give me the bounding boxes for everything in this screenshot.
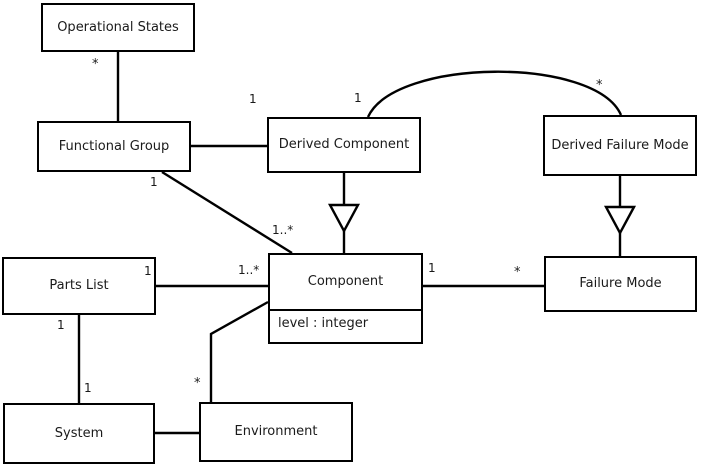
association-functional-group--component bbox=[161, 170, 293, 255]
generalization-triangle-derived-failure-mode--failure-mode bbox=[603, 205, 637, 236]
association-component--environment bbox=[209, 300, 269, 402]
class-name-operational-states: Operational States bbox=[57, 19, 179, 35]
class-name-parts-list: Parts List bbox=[49, 278, 109, 294]
multiplicity-mult-comp-fm-right: * bbox=[514, 265, 521, 280]
generalization-triangle-derived-component--component bbox=[327, 203, 361, 234]
class-name-system: System bbox=[54, 425, 104, 441]
multiplicity-mult-fg-dc: 1 bbox=[249, 92, 257, 106]
uml-class-derived-component[interactable]: Derived Component bbox=[267, 117, 421, 173]
generalization-arrows bbox=[327, 173, 637, 256]
uml-class-functional-group[interactable]: Functional Group bbox=[37, 121, 191, 172]
uml-class-parts-list[interactable]: Parts List bbox=[2, 257, 156, 315]
multiplicity-mult-pl-comp-right: 1..* bbox=[238, 263, 260, 277]
uml-class-system[interactable]: System bbox=[3, 403, 155, 464]
uml-class-environment[interactable]: Environment bbox=[199, 402, 353, 462]
class-name-failure-mode: Failure Mode bbox=[579, 276, 662, 292]
class-name-functional-group: Functional Group bbox=[58, 138, 170, 154]
uml-class-derived-failure-mode[interactable]: Derived Failure Mode bbox=[543, 115, 697, 176]
multiplicity-mult-dc-dfm-right: * bbox=[596, 78, 603, 93]
class-name-component: Component bbox=[270, 255, 421, 311]
uml-class-failure-mode[interactable]: Failure Mode bbox=[544, 256, 697, 312]
class-attribute-component-0: level : integer bbox=[278, 316, 369, 331]
association-derived-component--derived-failure-mode bbox=[366, 70, 623, 118]
uml-class-operational-states[interactable]: Operational States bbox=[41, 3, 195, 52]
class-name-environment: Environment bbox=[234, 424, 318, 440]
multiplicity-mult-op-states-fg: * bbox=[92, 57, 99, 72]
multiplicity-mult-pl-comp-left: 1 bbox=[144, 264, 152, 278]
multiplicity-mult-fg-comp-far: 1..* bbox=[272, 223, 294, 237]
multiplicity-mult-dc-dfm-left: 1 bbox=[354, 91, 362, 105]
multiplicity-mult-pl-sys-bottom: 1 bbox=[84, 381, 92, 395]
multiplicity-mult-comp-env: * bbox=[194, 376, 201, 391]
multiplicity-mult-comp-fm-left: 1 bbox=[428, 261, 436, 275]
class-name-derived-failure-mode: Derived Failure Mode bbox=[551, 137, 689, 153]
uml-class-component[interactable]: Component level : integer bbox=[268, 253, 423, 344]
association-lines bbox=[77, 52, 623, 435]
class-name-derived-component: Derived Component bbox=[278, 137, 410, 153]
multiplicity-mult-fg-comp-near: 1 bbox=[150, 175, 158, 189]
multiplicity-mult-pl-sys-top: 1 bbox=[57, 318, 65, 332]
